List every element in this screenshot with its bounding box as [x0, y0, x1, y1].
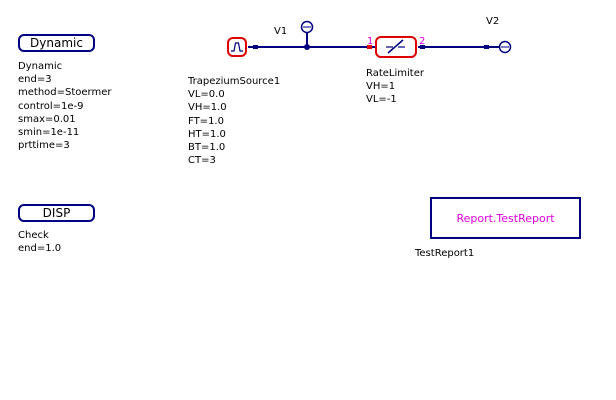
param-line: smax=0.01	[18, 113, 76, 125]
param-line: end=1.0	[18, 243, 62, 255]
trapezium-params: TrapeziumSource1 VL=0.0 VH=1.0 FT=1.0 HT…	[188, 75, 280, 167]
component-name: TrapeziumSource1	[188, 76, 281, 87]
trapezium-output-pin	[253, 45, 258, 49]
limiter-port-2-label: 2	[419, 36, 426, 47]
param-line: FT=1.0	[188, 115, 224, 127]
param-line: VH=1.0	[188, 102, 227, 114]
param-line: end=3	[18, 74, 52, 86]
limiter-port-1-label: 1	[367, 36, 374, 47]
param-line: CT=3	[188, 155, 216, 167]
v1-probe-icon[interactable]	[300, 20, 314, 34]
limiter-output-pin	[420, 45, 425, 49]
test-report-block[interactable]: Report.TestReport	[430, 197, 581, 239]
test-report-name: TestReport1	[415, 248, 475, 259]
node-label-v2: V2	[486, 16, 500, 27]
param-line: Dynamic	[18, 61, 63, 72]
limiter-input-pin	[367, 45, 372, 49]
dynamic-block-title: Dynamic	[30, 36, 83, 50]
param-line: BT=1.0	[188, 142, 226, 154]
v2-probe-icon[interactable]	[498, 40, 512, 54]
param-line: prttime=3	[18, 140, 70, 152]
disp-block-title: DISP	[42, 206, 71, 220]
v2-input-pin	[484, 45, 489, 49]
param-line: VL=0.0	[188, 89, 225, 101]
junction-dot	[304, 44, 310, 50]
param-line: method=Stoermer	[18, 87, 112, 99]
param-line: VH=1	[366, 81, 396, 93]
param-line: Check	[18, 230, 49, 241]
param-line: control=1e-9	[18, 100, 84, 112]
rate-limiter-icon[interactable]	[375, 36, 417, 58]
test-report-label: Report.TestReport	[456, 211, 555, 225]
param-line: HT=1.0	[188, 128, 226, 140]
trapezium-source-icon[interactable]	[227, 37, 247, 57]
node-label-v1: V1	[274, 26, 288, 37]
param-line: smin=1e-11	[18, 127, 80, 139]
dynamic-params: Dynamic end=3 method=Stoermer control=1e…	[18, 60, 111, 152]
ratelimiter-params: RateLimiter VH=1 VL=-1	[366, 67, 424, 107]
param-line: VL=-1	[366, 94, 397, 106]
dynamic-block-button[interactable]: Dynamic	[18, 34, 95, 52]
disp-block-button[interactable]: DISP	[18, 204, 95, 222]
component-name: RateLimiter	[366, 68, 424, 79]
disp-params: Check end=1.0	[18, 229, 61, 255]
